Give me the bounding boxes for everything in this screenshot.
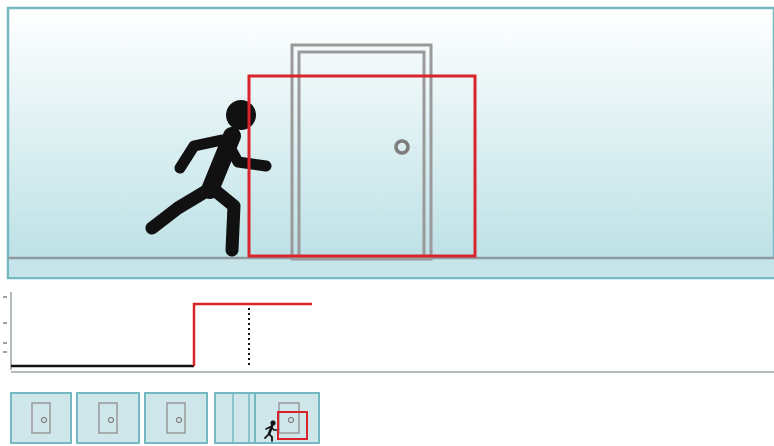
thumbnail-strip: [11, 393, 319, 443]
thumbnail-background: [145, 393, 207, 443]
thumbnail-frame: [145, 393, 207, 443]
floor-band: [9, 258, 774, 277]
thumbnail-frame: [11, 393, 71, 443]
thumbnail-background: [255, 393, 319, 443]
thumbnail-background: [77, 393, 139, 443]
main-scene: [8, 8, 774, 278]
thumbnail-background: [11, 393, 71, 443]
signal-timeline: [3, 292, 774, 372]
scene-background: [8, 8, 774, 278]
thumbnail-frame: [255, 393, 319, 443]
signal-high-segment: [194, 304, 312, 366]
person-head: [270, 420, 275, 425]
thumbnail-frame: [77, 393, 139, 443]
